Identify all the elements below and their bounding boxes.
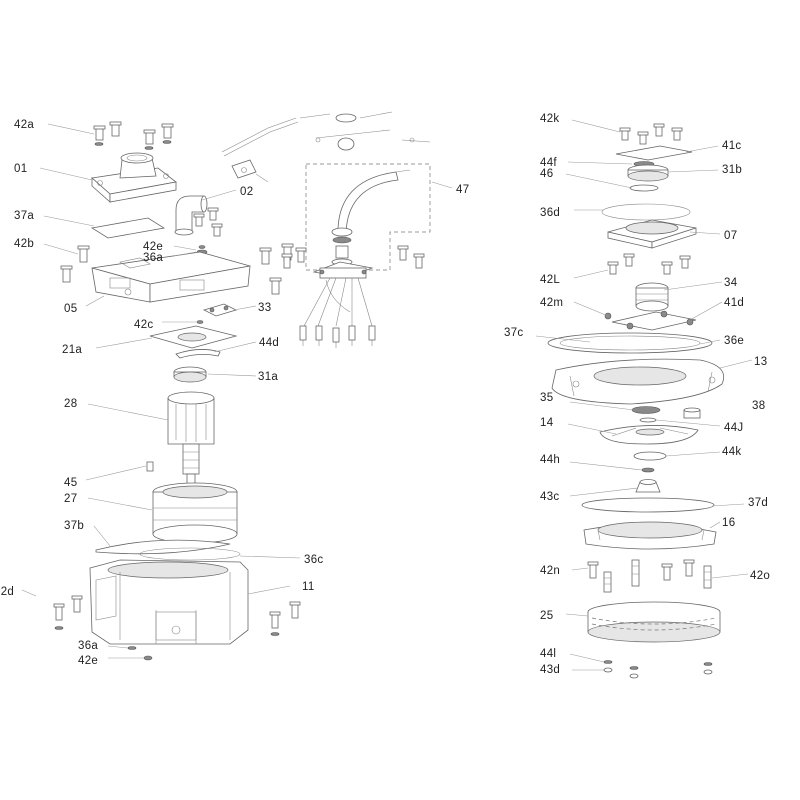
part-31a-bearing [173, 366, 207, 383]
label-33: 33 [258, 302, 271, 314]
part-11-motor-housing [89, 559, 249, 645]
label-02: 02 [240, 186, 253, 198]
label-21a: 21a [62, 344, 82, 356]
screws-42b [60, 243, 294, 295]
part-44h-washer [641, 467, 655, 473]
label-16: 16 [722, 517, 735, 529]
part-28-rotor [167, 391, 215, 485]
part-44d-circlip [175, 349, 221, 359]
part-37b-gasket [95, 539, 231, 555]
part-16-wear-plate [583, 521, 717, 550]
part-44k-washer [633, 451, 667, 461]
part-labels: 42a 01 37a 42b 02 42e 36a 05 33 42c 21a … [0, 113, 770, 676]
part-27-stator [152, 482, 238, 544]
label-01: 01 [14, 163, 27, 175]
label-36d: 36d [540, 207, 560, 219]
label-45: 45 [64, 477, 77, 489]
label-38: 38 [752, 400, 765, 412]
part-25-strainer [587, 601, 721, 643]
label-44f: 44f [540, 157, 557, 169]
label-37c: 37c [504, 327, 523, 339]
label-37a: 37a [14, 210, 34, 222]
label-07: 07 [724, 230, 737, 242]
label-42m: 42m [540, 297, 563, 309]
label-46: 46 [540, 168, 553, 180]
label-28: 28 [64, 398, 77, 410]
label-25: 25 [540, 610, 553, 622]
part-05-motor-cover [91, 251, 251, 303]
part-36a-washer-bottom [127, 646, 137, 650]
part-33-clamp [196, 303, 238, 324]
part-42e-screw-bottom [143, 655, 153, 661]
label-31a: 31a [258, 371, 278, 383]
part-21a-bearing-plate [149, 325, 238, 349]
part-34-mechanical-seal [635, 282, 669, 312]
part-01-discharge-flange [91, 152, 177, 203]
part-41c-plate [615, 145, 693, 161]
part-14-impeller [599, 425, 699, 445]
label-43c: 43c [540, 491, 559, 503]
label-42b: 42b [14, 238, 34, 250]
label-36c: 36c [304, 554, 323, 566]
part-44l-washer [603, 660, 613, 664]
screws-42L [607, 253, 691, 275]
right-assembly [535, 119, 753, 679]
part-02-elbow [174, 195, 223, 237]
label-34: 34 [724, 277, 738, 289]
label-36a-bottom: 36a [78, 640, 98, 652]
label-27: 27 [64, 493, 77, 505]
part-07-seal-housing [607, 219, 697, 249]
label-44J: 44J [724, 422, 743, 434]
part-31b-bearing [627, 164, 669, 182]
label-42k: 42k [540, 113, 559, 125]
label-13: 13 [754, 356, 767, 368]
label-44h: 44h [540, 454, 560, 466]
studs-42n-42o [587, 559, 712, 593]
label-42a: 42a [14, 119, 34, 131]
part-45-key [146, 461, 154, 472]
label-36a-top: 36a [143, 252, 163, 264]
part-41d-plate [604, 310, 697, 331]
label-44k: 44k [722, 446, 741, 458]
label-31b: 31b [722, 164, 742, 176]
label-41c: 41c [722, 140, 741, 152]
label-47: 47 [456, 184, 469, 196]
label-41d: 41d [724, 297, 744, 309]
label-32d: 32d [0, 586, 14, 598]
label-42n: 42n [540, 565, 560, 577]
label-42e-top: 42e [143, 241, 163, 253]
part-36d-oring [601, 203, 691, 221]
screws-32d [53, 595, 301, 636]
part-37a-gasket [90, 217, 166, 239]
label-11: 11 [302, 581, 315, 593]
label-42L: 42L [540, 274, 560, 286]
screws-42k [619, 123, 683, 145]
label-43d: 43d [540, 664, 560, 676]
label-36e: 36e [724, 335, 744, 347]
part-46-washer [629, 184, 659, 192]
part-35-seal [631, 406, 661, 414]
label-14: 14 [540, 417, 554, 429]
label-35: 35 [540, 392, 553, 404]
part-43d-nut [603, 667, 613, 673]
label-42o: 42o [750, 570, 770, 582]
screws-42a [93, 121, 174, 150]
part-36c-oring [139, 547, 241, 561]
label-42e-bottom: 42e [78, 655, 98, 667]
label-44l: 44l [540, 648, 556, 660]
part-43c-nut [635, 479, 661, 493]
part-13-pump-casing [551, 358, 725, 405]
label-37b: 37b [64, 520, 84, 532]
label-42c: 42c [134, 319, 153, 331]
part-37d-gasket [581, 497, 715, 513]
label-37d: 37d [748, 497, 768, 509]
left-assembly [21, 121, 301, 661]
center-cable-assembly [221, 111, 453, 348]
part-37c-gasket [547, 332, 713, 354]
label-05: 05 [64, 303, 77, 315]
part-44j-washer [639, 417, 657, 423]
label-44d: 44d [259, 337, 279, 349]
